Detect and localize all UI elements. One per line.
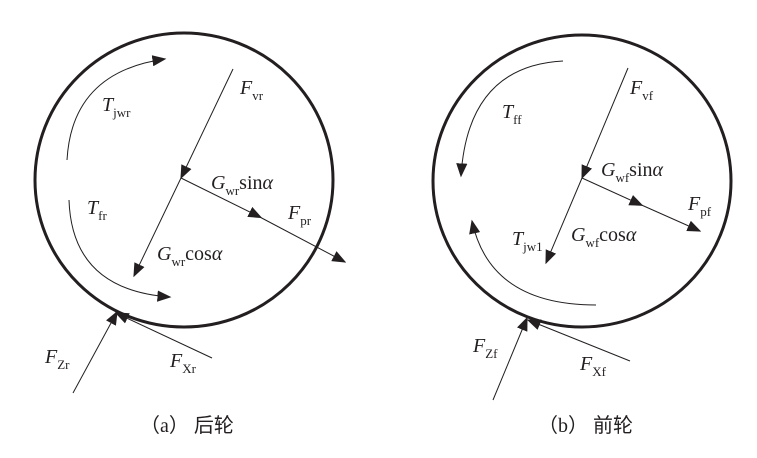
front-tjw1-arc: [469, 219, 597, 306]
front-fv-arrow: [581, 67, 629, 180]
front-label-gsin: Gwfsinα: [601, 159, 664, 185]
rear-caption: （a） 后轮: [140, 414, 234, 437]
rear-label-fpr: Fpr: [287, 202, 312, 228]
rear-fz-arrow: [72, 310, 118, 394]
rear-label-fzr: FZr: [44, 346, 70, 372]
rear-label-tjwr: Tjwr: [102, 94, 131, 120]
front-gcos-arrow: [545, 177, 583, 265]
front-wheel-diagram: [431, 33, 733, 401]
front-label-tff: Tff: [502, 101, 522, 127]
rear-gcos-arrow: [133, 177, 182, 278]
front-label-tjw1: Tjw1: [512, 228, 543, 254]
front-label-fvf: Fvf: [629, 77, 654, 103]
front-label-fzf: FZf: [472, 335, 498, 361]
rear-tjwr-arc: [66, 55, 167, 161]
rear-fx-arrow: [114, 312, 213, 359]
rear-label-fvr: Fvr: [239, 77, 264, 103]
front-gsin-arrow: [581, 177, 644, 206]
front-fz-arrow: [492, 316, 528, 401]
rear-wheel-circle: [33, 31, 335, 329]
rear-label-gsin: Gwrsinα: [211, 172, 274, 198]
front-caption: （b） 前轮: [538, 414, 633, 437]
front-label-fpf: Fpf: [687, 193, 712, 219]
rear-gsin-arrow: [180, 177, 263, 219]
front-tff-arc: [456, 60, 564, 178]
rear-fv-arrow: [180, 68, 234, 180]
rear-label-fxr: FXr: [169, 350, 197, 376]
front-wheel-circle: [431, 33, 733, 329]
front-label-gcos: Gwfcosα: [571, 224, 637, 250]
front-fp-arrow: [636, 202, 702, 232]
front-label-fxf: FXf: [579, 353, 607, 379]
rear-label-tfr: Tfr: [87, 197, 107, 223]
front-fx-arrow: [526, 319, 631, 362]
rear-fp-arrow: [255, 214, 347, 263]
rear-label-gcos: Gwrcosα: [157, 243, 223, 269]
rear-tfr-arc: [68, 199, 172, 302]
rear-wheel-diagram: [33, 31, 347, 394]
